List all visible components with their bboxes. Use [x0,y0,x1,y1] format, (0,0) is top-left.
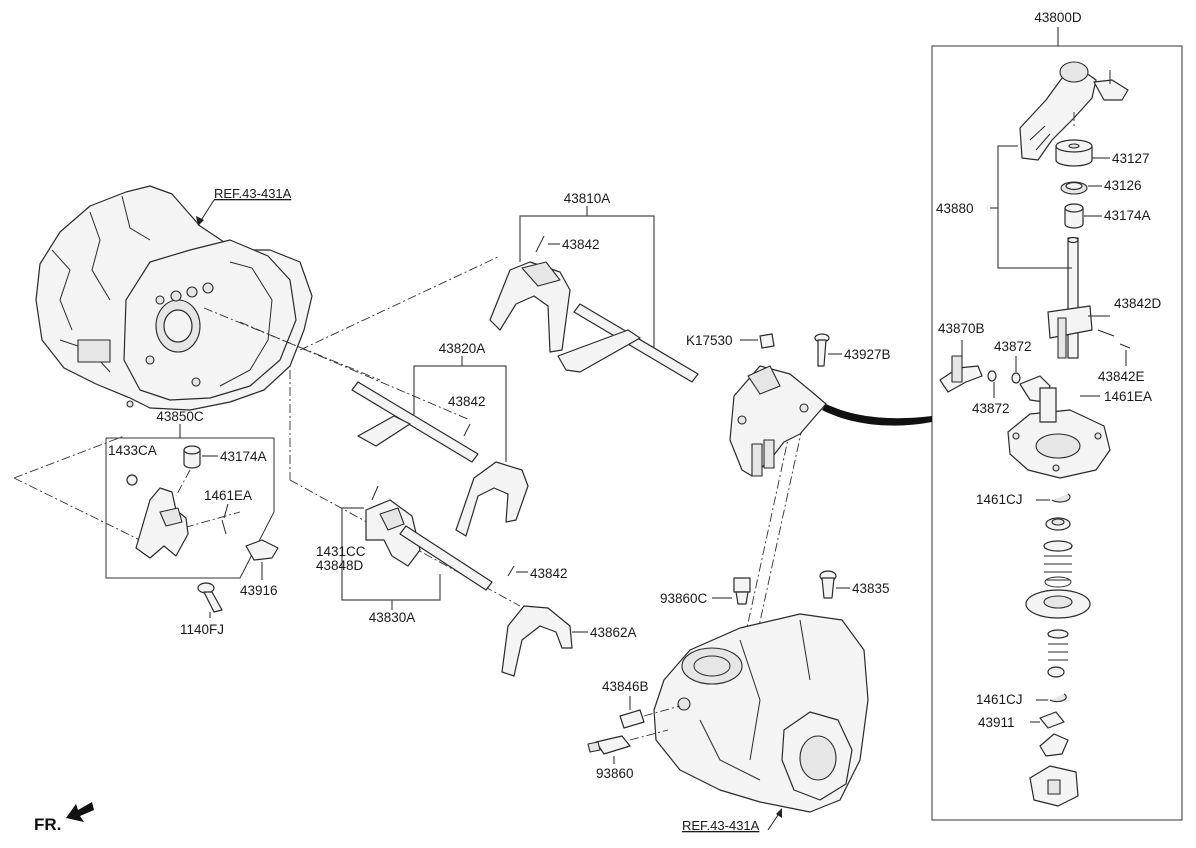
cap-K17530-part [759,333,775,349]
rod-43820A-part [351,381,479,463]
label-43872-b: 43872 [972,401,1010,416]
ref-bottom: REF.43-431A [682,818,760,833]
label-43842E: 43842E [1098,369,1145,384]
spring-upper-part [1043,540,1073,588]
label-1433CA: 1433CA [108,443,157,458]
label-43911: 43911 [978,715,1015,730]
cover-housing-part [1007,387,1111,479]
label-43842-a: 43842 [562,237,600,252]
bolt-43927B-part [814,333,830,367]
switch-93860-part [587,735,631,755]
label-1461EA-right: 1461EA [1104,389,1152,404]
assembly-43800D-box [931,45,1183,821]
label-43850C: 43850C [156,409,204,424]
label-43800D: 43800D [1034,10,1082,25]
label-43842-b: 43842 [448,394,486,409]
bush-43174A-right [1064,203,1084,229]
plug-43846B-part [619,709,645,729]
assembly-connector-arrow [822,404,932,426]
label-43174A-right: 43174A [1104,208,1151,223]
fork-43810A-part [489,261,571,353]
lever-43850C-part [135,487,189,559]
label-K17530: K17530 [686,333,733,348]
label-43872-a: 43872 [994,339,1032,354]
spring-seat-part [1045,517,1071,531]
label-43127: 43127 [1112,151,1150,166]
sensor-43916-part [245,539,279,561]
label-43830A: 43830A [369,610,416,625]
control-housing-part [729,365,827,477]
label-43848D: 43848D [316,558,364,573]
spring-lower-part [1047,629,1069,661]
label-43927B: 43927B [844,347,891,362]
part-43870B [939,340,983,393]
rod-43810A-part [557,303,699,383]
label-43820A: 43820A [439,341,486,356]
label-43174A-left: 43174A [220,449,267,464]
front-arrow-icon [66,802,94,822]
label-43880: 43880 [936,201,974,216]
transmission-case-left [35,185,313,411]
label-93860C: 93860C [660,591,708,606]
label-43870B: 43870B [938,321,985,336]
label-43810A: 43810A [564,191,611,206]
label-43835: 43835 [852,581,890,596]
label-1461CJ-b: 1461CJ [976,692,1023,707]
label-43842D: 43842D [1114,296,1162,311]
label-43126: 43126 [1104,178,1142,193]
transmission-case-bottom [653,613,869,813]
bottom-bracket-part [1029,765,1079,807]
ref-top: REF.43-431A [214,186,292,201]
label-1431CC: 1431CC [316,544,366,559]
shift-lever-part [1019,61,1129,161]
label-1140FJ: 1140FJ [180,622,224,637]
plate-part [1025,589,1091,619]
label-43846B: 43846B [602,679,649,694]
seal-43126 [1060,181,1088,195]
switch-93860C-part [733,577,751,605]
bolt-1140FJ-part [197,582,223,613]
label-93860: 93860 [596,766,634,781]
label-43862A: 43862A [590,625,637,640]
label-43842-c: 43842 [530,566,568,581]
bush-43174A-left [183,445,201,469]
label-43916: 43916 [240,583,278,598]
fork-43862A-part [501,605,573,677]
rod-43830A-part [365,499,493,591]
front-indicator: FR. [34,815,61,834]
fork-43820A-part [455,461,529,537]
control-shaft-part [1047,236,1093,359]
plug-43835-part [819,570,837,599]
label-1461EA-left: 1461EA [204,488,252,503]
label-1461CJ-a: 1461CJ [976,492,1023,507]
bushing-43127 [1055,139,1093,167]
